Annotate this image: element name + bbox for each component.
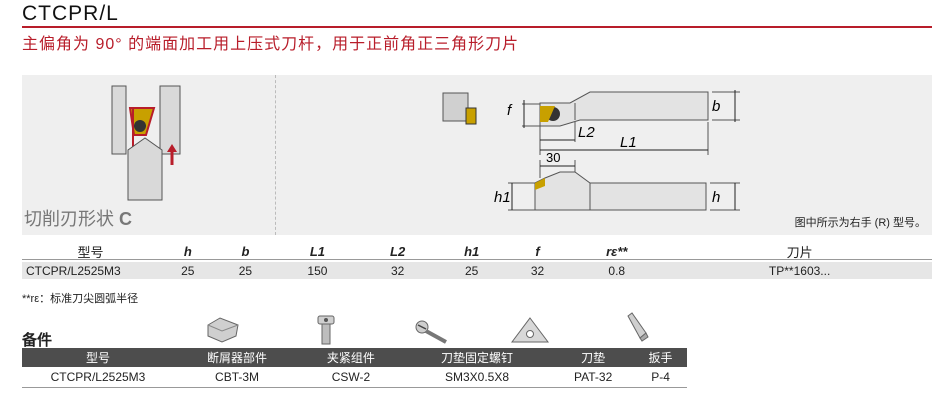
shim-icon bbox=[511, 317, 549, 343]
spec-header: h1 bbox=[434, 240, 509, 262]
figure-note: 图中所示为右手 (R) 型号。 bbox=[794, 217, 926, 229]
dim-h1: h1 bbox=[494, 189, 511, 206]
spec-header: L2 bbox=[360, 240, 435, 262]
accessories-header: 夹紧组件 bbox=[300, 348, 402, 367]
spec-cell: 25 bbox=[216, 262, 275, 279]
spec-cell: 32 bbox=[360, 262, 435, 279]
product-subtitle: 主偏角为 90° 的端面加工用上压式刀杆，用于正前角正三角形刀片 bbox=[22, 36, 520, 53]
title-divider bbox=[22, 26, 932, 28]
spec-header: h bbox=[159, 240, 217, 262]
spec-header: L1 bbox=[274, 240, 361, 262]
spec-table: 型号 h b L1 L2 h1 f rε** 刀片 CTCPR/L2525M3 … bbox=[22, 240, 932, 279]
footnote: **rε：标准刀尖圆弧半径 bbox=[22, 293, 139, 305]
accessories-table: 型号 断屑器部件 夹紧组件 刀垫固定螺钉 刀垫 扳手 CTCPR/L2525M3… bbox=[22, 348, 687, 388]
accessories-cell: P-4 bbox=[634, 367, 687, 388]
top-view-drawing bbox=[442, 90, 740, 155]
table-row: CTCPR/L2525M3 CBT-3M CSW-2 SM3X0.5X8 PAT… bbox=[22, 367, 687, 388]
accessories-header: 刀垫 bbox=[552, 348, 635, 367]
table-row: CTCPR/L2525M3 25 25 150 32 25 32 0.8 TP*… bbox=[22, 262, 932, 279]
dim-h: h bbox=[712, 189, 720, 206]
spec-cell: 150 bbox=[274, 262, 361, 279]
side-view-drawing bbox=[508, 160, 740, 211]
accessories-cell: CSW-2 bbox=[300, 367, 402, 388]
spec-cell: CTCPR/L2525M3 bbox=[22, 262, 159, 279]
cutting-edge-shape-label: 切削刃形状 C bbox=[24, 205, 132, 231]
spec-header: 型号 bbox=[22, 240, 159, 262]
product-code: CTCPR/L bbox=[22, 2, 119, 25]
spec-header-rule bbox=[22, 259, 932, 260]
dim-30: 30 bbox=[546, 150, 560, 165]
dim-f: f bbox=[507, 102, 513, 119]
spec-cell: 25 bbox=[159, 262, 217, 279]
cutting-edge-shape-text: 切削刃形状 bbox=[24, 209, 114, 229]
accessories-header: 断屑器部件 bbox=[174, 348, 301, 367]
spec-header: 刀片 bbox=[667, 240, 932, 262]
spec-cell: TP**1603... bbox=[667, 262, 932, 279]
spec-header: rε** bbox=[566, 240, 668, 262]
shim-screw-icon bbox=[415, 320, 447, 344]
accessories-cell: CBT-3M bbox=[174, 367, 301, 388]
chipbreaker-icon bbox=[207, 317, 239, 343]
wrench-icon bbox=[627, 312, 649, 342]
dim-l2: L2 bbox=[578, 124, 595, 141]
clamp-set-icon bbox=[317, 315, 335, 345]
cutting-edge-illustration bbox=[111, 85, 181, 201]
spec-cell: 32 bbox=[508, 262, 567, 279]
accessories-cell: PAT-32 bbox=[552, 367, 635, 388]
spec-header-row: 型号 h b L1 L2 h1 f rε** 刀片 bbox=[22, 240, 932, 262]
accessories-header-row: 型号 断屑器部件 夹紧组件 刀垫固定螺钉 刀垫 扳手 bbox=[22, 348, 687, 367]
accessories-cell: CTCPR/L2525M3 bbox=[22, 367, 174, 388]
accessories-header: 型号 bbox=[22, 348, 174, 367]
spec-cell: 25 bbox=[434, 262, 509, 279]
spec-header: b bbox=[216, 240, 275, 262]
tool-drawing: f b L2 L1 30 h1 h bbox=[111, 85, 740, 211]
accessories-header: 刀垫固定螺钉 bbox=[401, 348, 553, 367]
accessories-title: 备件 bbox=[22, 332, 53, 349]
dim-l1: L1 bbox=[620, 134, 637, 151]
dim-b: b bbox=[712, 98, 720, 115]
spec-cell: 0.8 bbox=[566, 262, 668, 279]
cutting-edge-shape-letter: C bbox=[119, 209, 133, 229]
accessories-cell: SM3X0.5X8 bbox=[401, 367, 553, 388]
accessories-header: 扳手 bbox=[634, 348, 687, 367]
figure-separator bbox=[275, 75, 276, 235]
spec-header: f bbox=[508, 240, 567, 262]
